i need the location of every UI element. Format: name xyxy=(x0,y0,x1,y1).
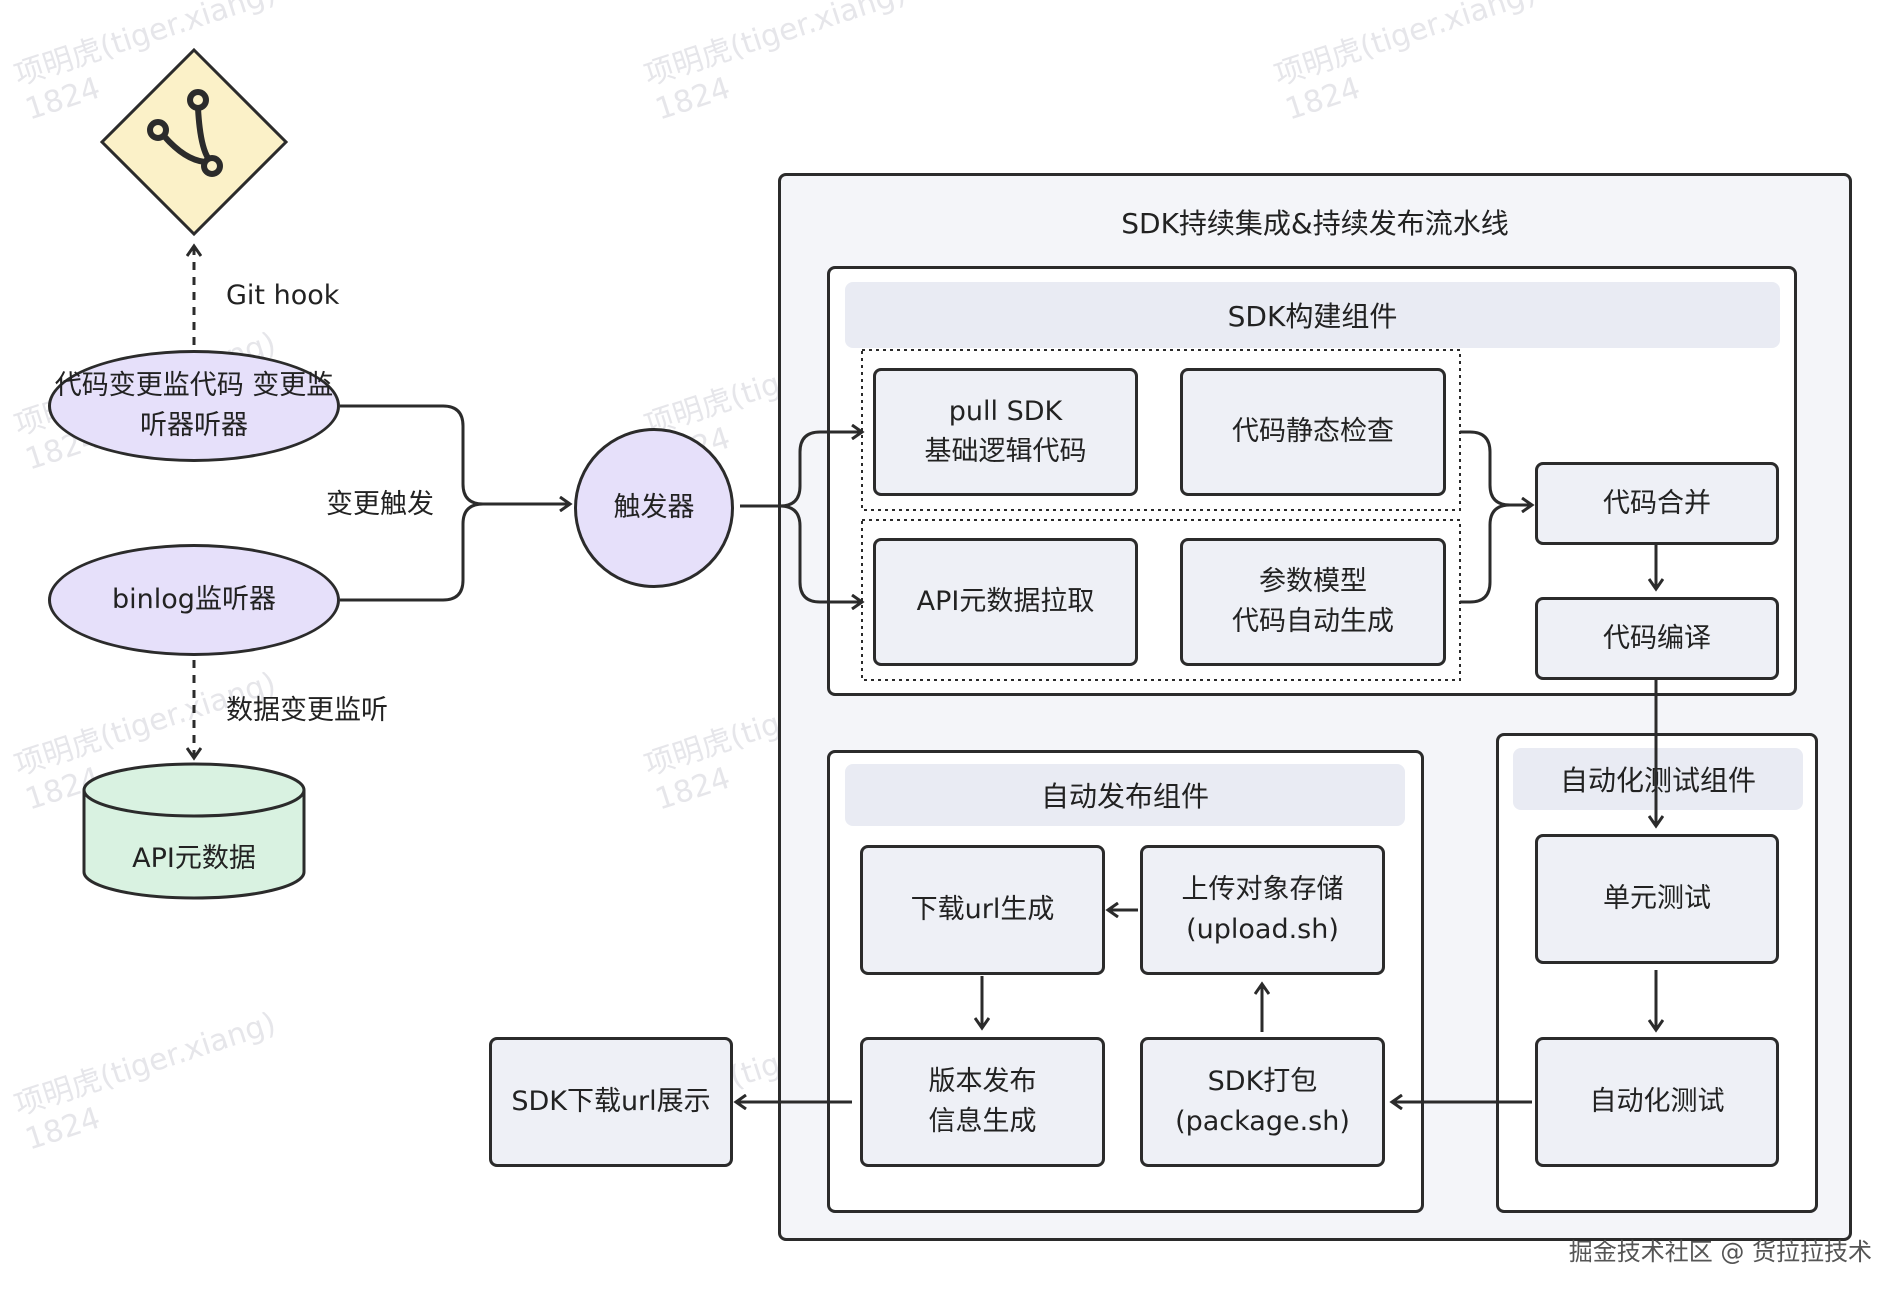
url-gen-box: 下载url生成 xyxy=(860,845,1105,975)
data-listen-label: 数据变更监听 xyxy=(226,695,388,726)
compile-box: 代码编译 xyxy=(1535,597,1779,680)
api-metadata-cylinder xyxy=(82,762,306,900)
change-trigger-label: 变更触发 xyxy=(326,489,434,520)
static-check-connector xyxy=(1460,430,1511,507)
trigger-to-pull-arrow xyxy=(740,432,862,508)
package-box: SDK打包 (package.sh) xyxy=(1140,1037,1385,1167)
trigger-to-api-arrow xyxy=(740,504,862,602)
footer-credit: 掘金技术社区 @ 货拉拉技术 xyxy=(1568,1238,1872,1266)
upload-box: 上传对象存储 (upload.sh) xyxy=(1140,845,1385,975)
static-check-box: 代码静态检查 xyxy=(1180,368,1446,496)
pipeline-title: SDK持续集成&持续发布流水线 xyxy=(1121,207,1509,240)
auto-test-box: 自动化测试 xyxy=(1535,1037,1779,1167)
build-component-title: SDK构建组件 xyxy=(845,282,1780,348)
codegen-connector xyxy=(1460,503,1511,604)
pull-sdk-box: pull SDK 基础逻辑代码 xyxy=(873,368,1138,496)
git-hook-label: Git hook xyxy=(226,280,340,311)
sdk-url-display-box: SDK下载url展示 xyxy=(489,1037,733,1167)
unit-test-box: 单元测试 xyxy=(1535,834,1779,964)
api-metadata-db-label: API元数据 xyxy=(132,843,256,874)
binlog-listener: binlog监听器 xyxy=(48,544,340,656)
git-diamond xyxy=(99,47,289,237)
merge-box: 代码合并 xyxy=(1535,462,1779,545)
binlog-connector xyxy=(340,502,484,602)
release-component-title: 自动发布组件 xyxy=(845,764,1405,826)
release-info-box: 版本发布 信息生成 xyxy=(860,1037,1105,1167)
code-change-listener: 代码变更监代码 变更监听器听器 xyxy=(48,350,340,462)
codegen-box: 参数模型 代码自动生成 xyxy=(1180,538,1446,666)
code-listener-connector xyxy=(340,404,484,506)
api-fetch-box: API元数据拉取 xyxy=(873,538,1138,666)
test-component-title: 自动化测试组件 xyxy=(1513,748,1803,810)
git-branch-icon xyxy=(147,89,223,177)
trigger-node: 触发器 xyxy=(574,428,734,588)
